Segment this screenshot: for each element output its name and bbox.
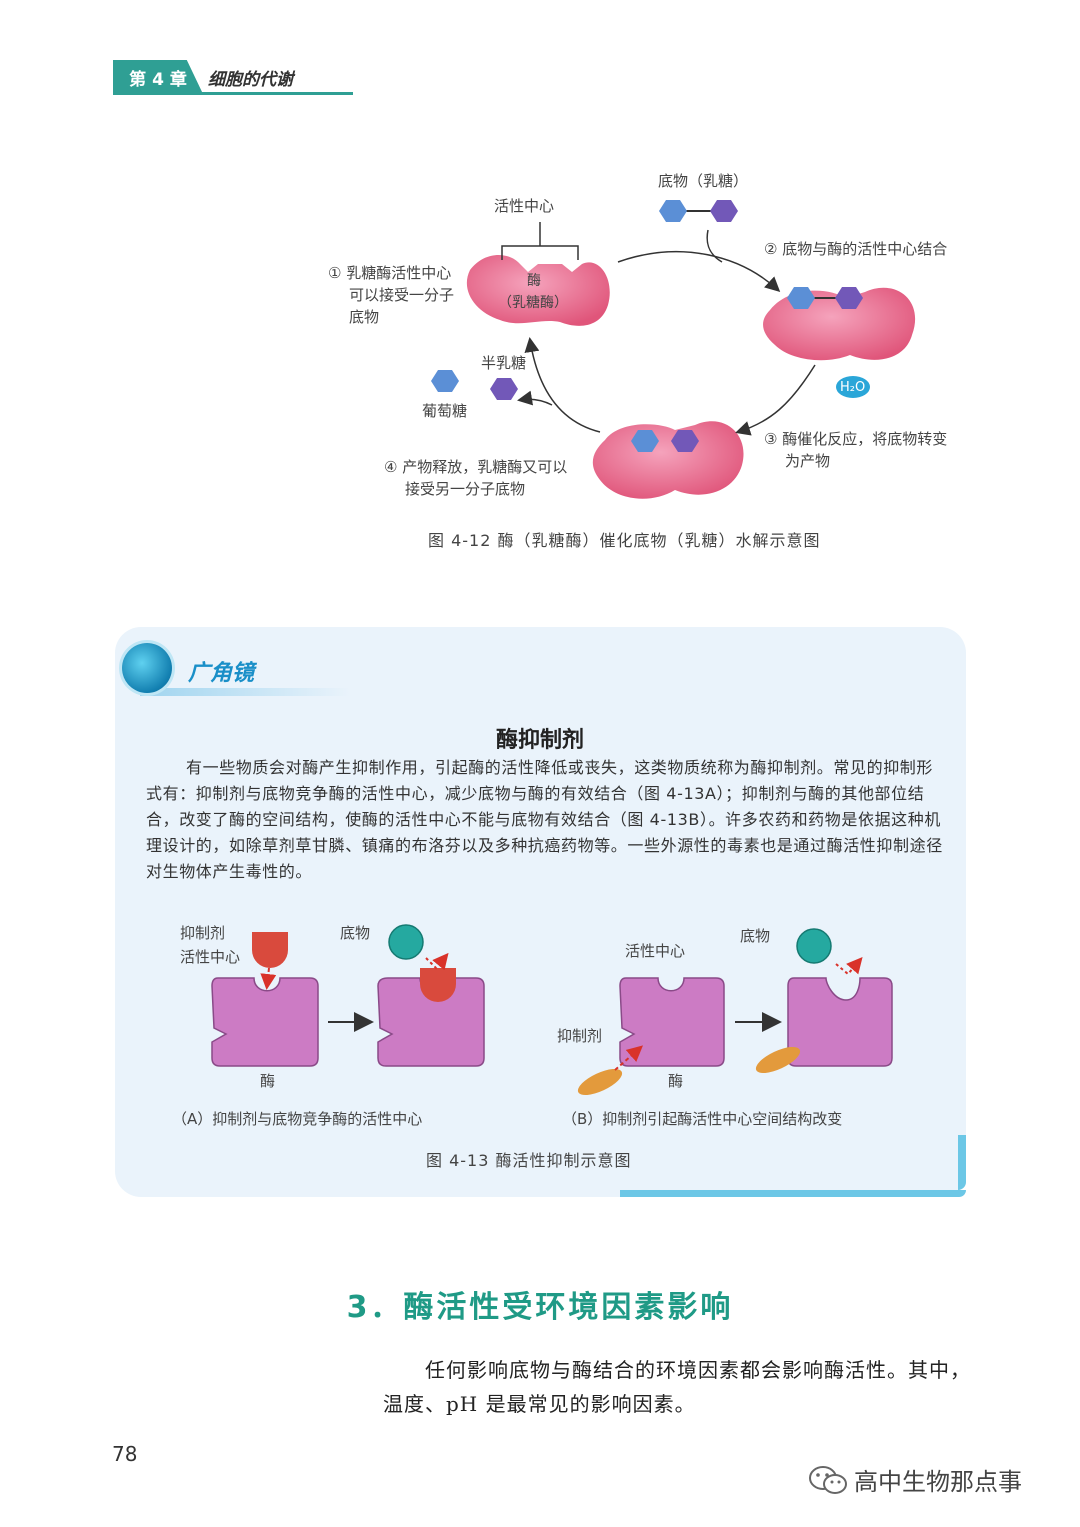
lens-icon	[122, 643, 172, 693]
caption-a: （A）抑制剂与底物竞争酶的活性中心	[172, 1110, 423, 1128]
caption-b: （B）抑制剂引起酶活性中心空间结构改变	[562, 1110, 843, 1128]
substrate-a	[388, 924, 424, 960]
step1-line2: 可以接受一分子	[349, 286, 455, 304]
step1-line3: 底物	[349, 308, 380, 326]
label-substrate: 底物（乳糖）	[658, 172, 749, 190]
galactose-hexagon	[490, 378, 518, 400]
inhibitor-a2	[420, 968, 456, 1002]
step4-line2: 接受另一分子底物	[405, 480, 526, 498]
label-a-active-site: 活性中心	[180, 948, 241, 966]
enzyme-shape-3	[592, 421, 744, 499]
substrate-lactose	[659, 200, 738, 222]
label-b-substrate: 底物	[740, 927, 771, 945]
chapter-title: 细胞的代谢	[208, 70, 293, 90]
watermark-text: 高中生物那点事	[854, 1468, 1022, 1496]
label-b-enzyme: 酶	[668, 1072, 684, 1090]
step4-line1: ④ 产物释放，乳糖酶又可以	[384, 458, 568, 476]
figure-4-12	[431, 200, 916, 499]
label-active-site: 活性中心	[494, 197, 555, 215]
step1-line1: ① 乳糖酶活性中心	[328, 264, 452, 282]
label-water: H₂O	[840, 380, 866, 395]
step2-label: ② 底物与酶的活性中心结合	[764, 240, 948, 258]
wechat-icon	[809, 1465, 847, 1494]
label-b-active-site: 活性中心	[625, 942, 686, 960]
section-title: 3．酶活性受环境因素影响	[346, 1290, 734, 1325]
label-b-inhibitor: 抑制剂	[557, 1027, 603, 1045]
section-body: 任何影响底物与酶结合的环境因素都会影响酶活性。其中，温度、pH 是最常见的影响因…	[383, 1358, 971, 1416]
box-heading: 酶抑制剂	[495, 728, 584, 753]
sidebar-box	[115, 627, 966, 1197]
figure-4-13	[211, 924, 893, 1096]
box-edge-right	[958, 1135, 966, 1190]
glucose-hexagon	[431, 370, 459, 392]
box-edge-bottom	[620, 1190, 966, 1197]
active-site-bracket	[501, 222, 579, 260]
figure-4-12-caption: 图 4-12 酶（乳糖酶）催化底物（乳糖）水解示意图	[428, 531, 821, 550]
label-enzyme-name: （乳糖酶）	[498, 295, 568, 311]
water-bubble	[836, 376, 870, 398]
label-a-enzyme: 酶	[260, 1072, 276, 1090]
cycle-arrow-5	[517, 390, 553, 406]
inhibitor-a1	[252, 932, 288, 968]
enzyme-a1	[211, 977, 319, 1067]
label-a-substrate: 底物	[340, 924, 371, 942]
page-number: 78	[112, 1442, 138, 1466]
chapter-rule	[113, 92, 353, 95]
enzyme-b1	[619, 977, 725, 1067]
label-a-inhibitor: 抑制剂	[180, 924, 226, 942]
box-paragraph: 有一些物质会对酶产生抑制作用，引起酶的活性降低或丧失，这类物质统称为酶抑制剂。常…	[146, 758, 943, 881]
bound-substrate	[787, 287, 863, 309]
cycle-arrow-3	[735, 364, 816, 436]
enzyme-shape-1	[466, 254, 610, 326]
label-glucose: 葡萄糖	[422, 402, 468, 420]
inhibitor-b1	[577, 1068, 623, 1096]
cleaved-products	[631, 430, 699, 452]
substrate-b	[796, 928, 832, 964]
cycle-arrow-1	[617, 251, 781, 293]
label-galactose: 半乳糖	[481, 354, 527, 372]
chapter-tag: 第 4 章	[113, 60, 203, 94]
inhibitor-b2	[755, 1046, 801, 1074]
cycle-arrow-4	[524, 337, 601, 433]
step3-line2: 为产物	[785, 452, 831, 470]
label-enzyme: 酶	[527, 273, 541, 289]
figure-4-13-caption: 图 4-13 酶活性抑制示意图	[426, 1151, 632, 1170]
box-label: 广角镜	[188, 661, 255, 686]
cycle-arrow-2	[706, 229, 723, 263]
box-label-stripe	[140, 688, 350, 696]
step3-line1: ③ 酶催化反应，将底物转变	[764, 430, 948, 448]
enzyme-b2	[787, 977, 893, 1067]
watermark: 高中生物那点事	[808, 1462, 1022, 1497]
